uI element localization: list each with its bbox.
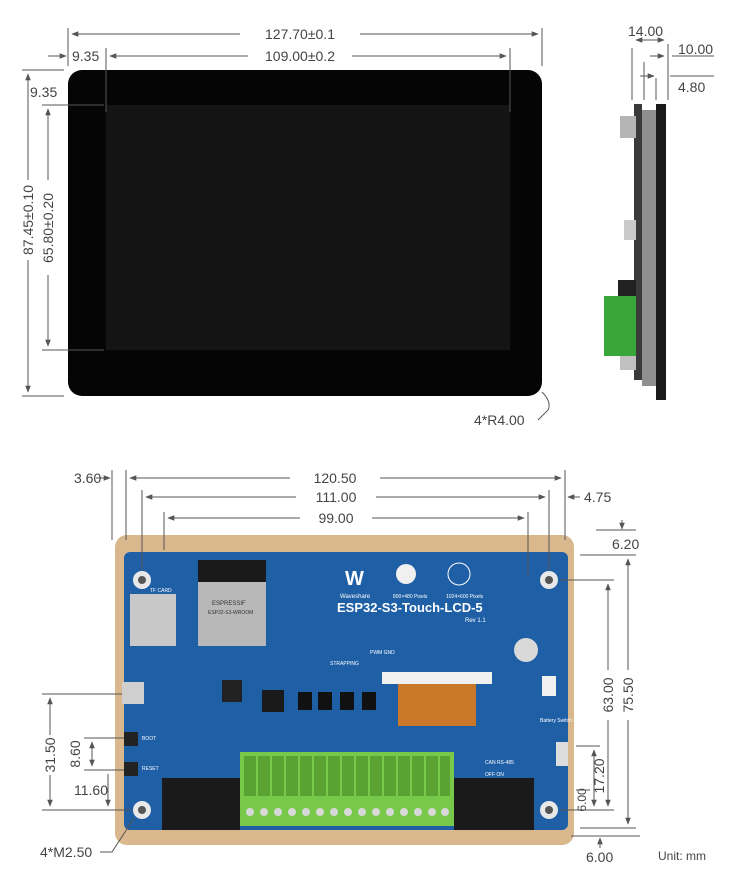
brand-label: Waveshare <box>340 594 371 600</box>
reset-button <box>124 762 138 776</box>
rev-label: Rev 1.1 <box>465 618 486 624</box>
fpc-connector <box>382 672 492 684</box>
battery-switch <box>556 742 568 766</box>
front-width-total: 127.70±0.1 <box>265 26 335 42</box>
side-pcb <box>634 104 642 380</box>
side-depth-module: 10.00 <box>678 41 713 57</box>
back-view: ESPRESSIF ESP32-S3-WROOM TF CARD W Waves… <box>40 470 706 865</box>
battery-connector <box>542 676 556 696</box>
front-height-active: 65.80±0.20 <box>40 193 56 263</box>
side-view: 14.00 10.00 4.80 <box>604 23 714 400</box>
tf-card-label: TF CARD <box>150 588 172 594</box>
pwm-gnd-label: PWM GND <box>370 650 395 656</box>
front-width-active: 109.00±0.2 <box>265 48 335 64</box>
coin-cell <box>514 638 538 662</box>
battery-switch-label: Battery Switch <box>540 718 572 724</box>
module-name: ESP32-S3-WROOM <box>208 610 253 616</box>
back-height-holes: 63.00 <box>600 677 616 712</box>
boot-label: BOOT <box>142 736 156 742</box>
front-view: 127.70±0.1 109.00±0.2 9.35 87.45±0.10 65… <box>20 26 550 428</box>
module-brand: ESPRESSIF <box>212 601 246 607</box>
side-green-terminal <box>604 296 636 356</box>
back-mount-holes: 4*M2.50 <box>40 844 92 860</box>
mount-hole-tl <box>133 571 151 589</box>
side-usb-port <box>620 116 636 138</box>
side-metal-frame <box>642 110 656 386</box>
off-on-label: OFF ON <box>485 772 504 778</box>
side-connector <box>624 220 636 240</box>
resolution-b: 1024×600 Pixels <box>446 594 484 600</box>
back-height-right-a: 17.20 <box>591 758 607 793</box>
mount-hole-bl <box>133 801 151 819</box>
tf-card-slot <box>130 594 176 646</box>
back-height-left-a: 31.50 <box>42 737 58 772</box>
back-width-holes: 111.00 <box>316 489 357 505</box>
resolution-badge-icon <box>396 564 416 584</box>
front-top-margin: 9.35 <box>30 84 57 100</box>
black-area-left <box>162 778 240 830</box>
back-left-offset: 3.60 <box>74 470 101 486</box>
fpc-cable <box>398 684 476 726</box>
display-active-area <box>106 105 510 350</box>
front-corner-radius: 4*R4.00 <box>474 412 525 428</box>
reset-label: RESET <box>142 766 159 772</box>
front-left-margin: 9.35 <box>72 48 99 64</box>
model-label: ESP32-S3-Touch-LCD-5 <box>337 600 483 615</box>
side-bottom-part <box>620 356 636 370</box>
inductor <box>222 680 242 702</box>
can-rs485-label: CAN RS-485 <box>485 760 514 766</box>
side-depth-glass: 4.80 <box>678 79 705 95</box>
boot-button <box>124 732 138 746</box>
side-glass <box>656 104 666 400</box>
back-height-left-c: 11.60 <box>74 782 108 798</box>
mount-hole-tr <box>540 571 558 589</box>
waveshare-logo: W <box>345 568 364 590</box>
back-width-outer: 120.50 <box>314 470 357 486</box>
back-top-offset: 6.20 <box>612 536 639 552</box>
side-depth-total: 14.00 <box>628 23 663 39</box>
esp32-antenna <box>198 560 266 582</box>
mount-hole-br <box>540 801 558 819</box>
unit-label: Unit: mm <box>658 849 706 863</box>
black-area-right <box>454 778 534 830</box>
strapping-label: STRAPPING <box>330 661 359 667</box>
front-height-total: 87.45±0.10 <box>20 185 36 255</box>
back-height-outer: 75.50 <box>620 677 636 712</box>
ic-chip <box>262 690 284 712</box>
back-right-offset: 4.75 <box>584 489 611 505</box>
back-bottom-offset: 6.00 <box>586 849 613 865</box>
back-height-left-b: 8.60 <box>67 740 83 767</box>
back-width-inner: 99.00 <box>318 510 353 526</box>
back-height-right-b: 6.00 <box>575 788 589 812</box>
resolution-circle-icon <box>447 562 471 586</box>
resolution-a: 800×480 Pixels <box>393 594 428 600</box>
usb-c-port <box>122 682 144 704</box>
